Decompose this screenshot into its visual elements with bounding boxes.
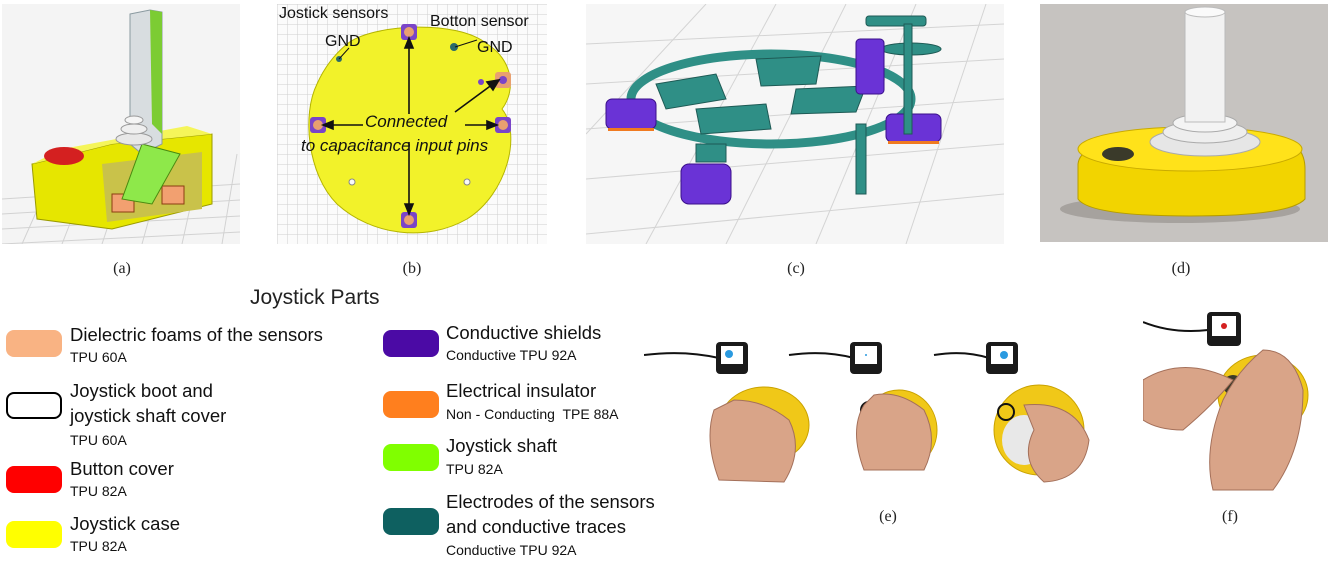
legend-item-conductive-shields: Conductive shields bbox=[446, 322, 602, 343]
legend-item-dielectric-foams: Dielectric foams of the sensors bbox=[70, 324, 323, 345]
panel-a-cross-section-render bbox=[2, 9, 240, 244]
panel-e-photos bbox=[644, 330, 1100, 492]
panel-d-shaft-cover bbox=[1184, 11, 1226, 123]
panel-c-shields bbox=[605, 38, 942, 205]
panel-a-shaft-base bbox=[121, 143, 181, 205]
panel-a-sensor-right bbox=[161, 185, 185, 205]
panel-b-label-gnd-right: GND bbox=[477, 39, 513, 56]
swatch-electrical-insulator bbox=[383, 391, 439, 418]
panel-e-photo-3 bbox=[933, 342, 1090, 483]
panel-b-label-capacitance: to capacitance input pins bbox=[301, 136, 489, 155]
legend-item-button-cover: Button cover bbox=[70, 458, 174, 479]
legend-material-conductive-shields: Conductive TPU 92A bbox=[446, 347, 577, 363]
swatch-conductive-shields bbox=[383, 330, 439, 357]
caption-e: (e) bbox=[879, 508, 897, 525]
legend-title: Joystick Parts bbox=[250, 286, 380, 309]
panel-b-board bbox=[308, 26, 512, 234]
caption-c: (c) bbox=[787, 260, 805, 277]
legend-material-joystick-shaft: TPU 82A bbox=[446, 461, 503, 477]
panel-c-electrode-render bbox=[586, 4, 1004, 244]
swatch-joystick-boot bbox=[6, 392, 62, 419]
legend-material-dielectric-foams: TPU 60A bbox=[70, 349, 127, 365]
panel-a-button-cover bbox=[44, 147, 84, 165]
panel-e-photo-1 bbox=[644, 342, 810, 483]
legend-item-joystick-shaft: Joystick shaft bbox=[446, 435, 558, 456]
legend-item-electrodes: Electrodes of the sensors bbox=[446, 491, 655, 512]
panel-b-image: Jostick sensors GND Botton sensor GND Co… bbox=[277, 4, 547, 244]
panel-f-photo bbox=[1143, 310, 1315, 492]
swatch-dielectric-foams bbox=[6, 330, 62, 357]
panel-e-usage-photos bbox=[644, 342, 1090, 483]
legend-material-electrodes: Conductive TPU 92A bbox=[446, 542, 577, 558]
panel-b-label-gnd-left: GND bbox=[325, 33, 361, 50]
legend-item-electrodes-line2: and conductive traces bbox=[446, 516, 626, 537]
caption-b: (b) bbox=[402, 260, 422, 277]
legend-item-joystick-boot: Joystick boot and bbox=[70, 380, 213, 401]
caption-d: (d) bbox=[1171, 260, 1191, 277]
panel-b-arrows bbox=[320, 35, 501, 217]
swatch-button-cover bbox=[6, 466, 62, 493]
legend-item-electrical-insulator: Electrical insulator bbox=[446, 380, 597, 401]
legend-material-button-cover: TPU 82A bbox=[70, 483, 127, 499]
swatch-joystick-case bbox=[6, 521, 62, 548]
panel-e-photo-2 bbox=[788, 342, 938, 471]
panel-a-image bbox=[2, 4, 240, 244]
panel-a-case-top bbox=[32, 126, 212, 164]
legend-material-joystick-boot: TPU 60A bbox=[70, 432, 127, 448]
legend-material-electrical-insulator: Non - Conducting TPE 88A bbox=[446, 406, 619, 422]
panel-d-photo bbox=[1040, 4, 1328, 242]
legend-item-joystick-boot-line2: joystick shaft cover bbox=[70, 405, 227, 426]
panel-b-label-connected: Connected bbox=[365, 112, 448, 131]
legend-material-joystick-case: TPU 82A bbox=[70, 538, 127, 554]
panel-b-label-button-sensor: Botton sensor bbox=[430, 13, 529, 30]
panel-c-image bbox=[586, 4, 1004, 244]
panel-b-pads bbox=[310, 24, 511, 228]
panel-d-printed-joystick bbox=[1040, 4, 1328, 242]
legend-item-joystick-case: Joystick case bbox=[70, 513, 181, 534]
swatch-joystick-shaft bbox=[383, 444, 439, 471]
swatch-electrodes bbox=[383, 508, 439, 535]
panel-c-insulator bbox=[608, 128, 939, 144]
panel-b-label-joystick-sensors: Jostick sensors bbox=[279, 5, 388, 22]
panel-a-shaft bbox=[150, 10, 162, 134]
panel-f-button-press-photo bbox=[1143, 312, 1309, 491]
caption-f: (f) bbox=[1222, 508, 1238, 525]
panel-c-posts bbox=[695, 23, 913, 195]
panel-c-electrodes bbox=[655, 15, 942, 135]
caption-a: (a) bbox=[113, 260, 131, 277]
panel-b-pcb-layout: Jostick sensors GND Botton sensor GND Co… bbox=[277, 4, 547, 244]
